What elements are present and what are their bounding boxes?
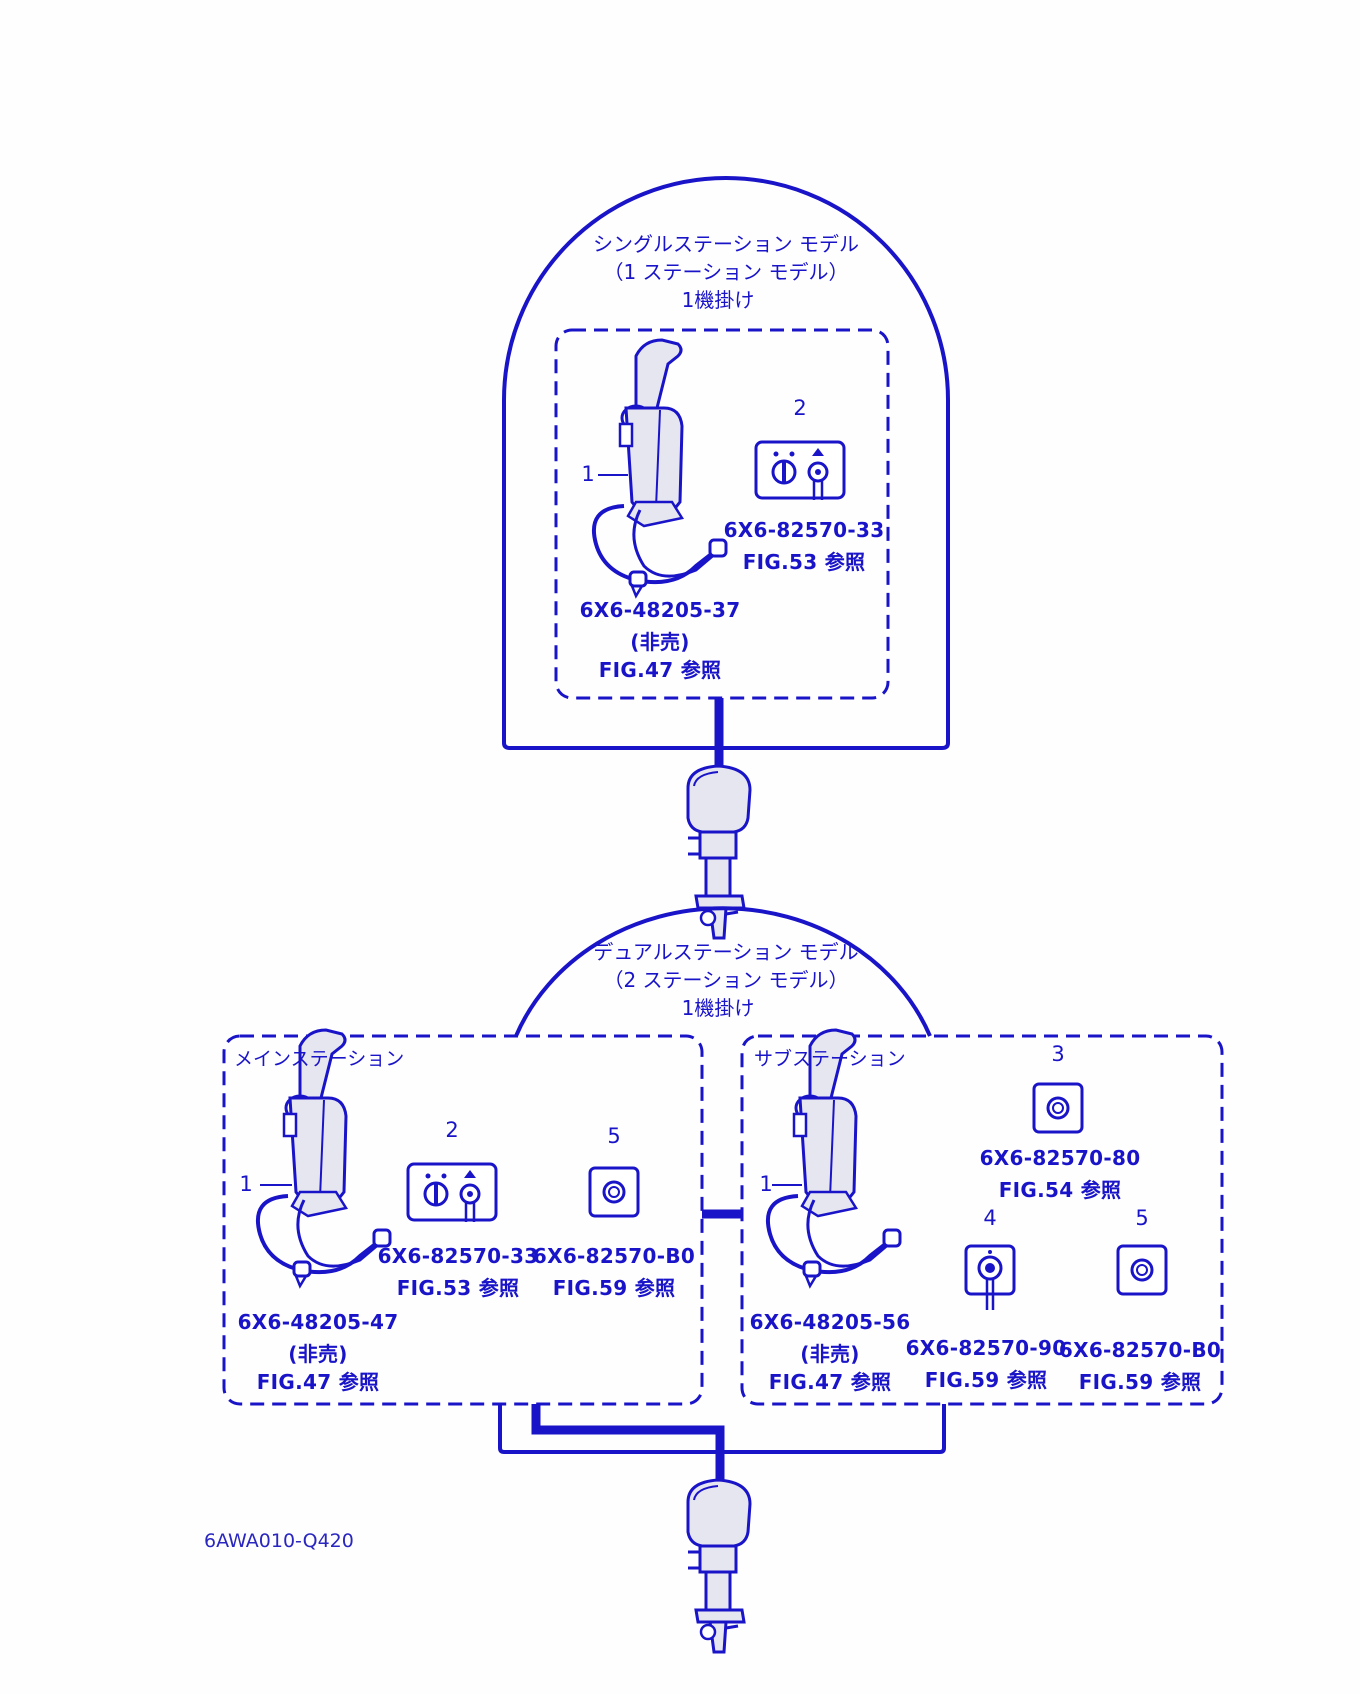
dual-title-line2: （2 ステーション モデル） xyxy=(603,968,849,992)
part-number: 6X6-82570-90 xyxy=(905,1336,1067,1360)
sub-switch-3 xyxy=(1032,1082,1084,1134)
single-station-outline xyxy=(502,176,950,750)
not-for-sale-note: (非売) xyxy=(800,1342,860,1366)
part-number: 6X6-82570-B0 xyxy=(532,1244,696,1268)
sub-station-frame xyxy=(740,1034,1224,1406)
sub-station-label: サブステーション xyxy=(754,1048,906,1070)
outboard-motor-icon xyxy=(686,1478,752,1654)
drawing-id: 6AWA010-Q420 xyxy=(204,1530,354,1552)
fig-reference: FIG.53 参照 xyxy=(742,550,866,574)
single-title-line2: （1 ステーション モデル） xyxy=(603,260,849,284)
fig-reference: FIG.59 参照 xyxy=(552,1276,676,1300)
fig-reference: FIG.53 参照 xyxy=(396,1276,520,1300)
single-remote-control xyxy=(591,338,728,598)
callout-1: 1 xyxy=(239,1172,253,1196)
callout-1: 1 xyxy=(759,1172,773,1196)
dual-station-arch xyxy=(514,906,932,1037)
part-number: 6X6-82570-33 xyxy=(723,518,885,542)
main-station-label: メインステーション xyxy=(234,1048,405,1070)
fig-reference: FIG.47 参照 xyxy=(256,1370,380,1394)
outboard-motor-icon xyxy=(686,764,752,940)
part-number: 6X6-82570-80 xyxy=(979,1146,1141,1170)
callout-5: 5 xyxy=(607,1124,621,1148)
callout-1: 1 xyxy=(581,462,595,486)
dual-title-line3: 1機掛け xyxy=(681,996,755,1020)
part-number: 6X6-48205-37 xyxy=(579,598,741,622)
fig-reference: FIG.47 参照 xyxy=(598,658,722,682)
sub-switch-4 xyxy=(964,1244,1016,1312)
fig-reference: FIG.59 参照 xyxy=(1078,1370,1202,1394)
callout-3: 3 xyxy=(1051,1042,1065,1066)
dual-cable xyxy=(531,1404,725,1486)
fig-reference: FIG.54 参照 xyxy=(998,1178,1122,1202)
part-number: 6X6-48205-47 xyxy=(237,1310,399,1334)
fig-reference: FIG.47 参照 xyxy=(768,1370,892,1394)
dual-title-line1: デュアルステーション モデル xyxy=(593,940,859,964)
callout-2: 2 xyxy=(793,396,807,420)
single-title-line1: シングルステーション モデル xyxy=(593,232,859,256)
part-number: 6X6-48205-56 xyxy=(749,1310,911,1334)
single-title-line3: 1機掛け xyxy=(681,288,755,312)
single-switch-panel xyxy=(754,440,846,502)
not-for-sale-note: (非売) xyxy=(630,630,690,654)
fig-reference: FIG.59 参照 xyxy=(924,1368,1048,1392)
main-switch-5 xyxy=(588,1166,640,1218)
main-switch-panel xyxy=(406,1162,498,1224)
main-station-frame xyxy=(222,1034,704,1406)
part-number: 6X6-82570-33 xyxy=(377,1244,539,1268)
part-number: 6X6-82570-B0 xyxy=(1058,1338,1222,1362)
not-for-sale-note: (非売) xyxy=(288,1342,348,1366)
callout-5: 5 xyxy=(1135,1206,1149,1230)
sub-switch-5 xyxy=(1116,1244,1168,1296)
callout-4: 4 xyxy=(983,1206,997,1230)
single-station-frame xyxy=(554,328,890,700)
callout-2: 2 xyxy=(445,1118,459,1142)
